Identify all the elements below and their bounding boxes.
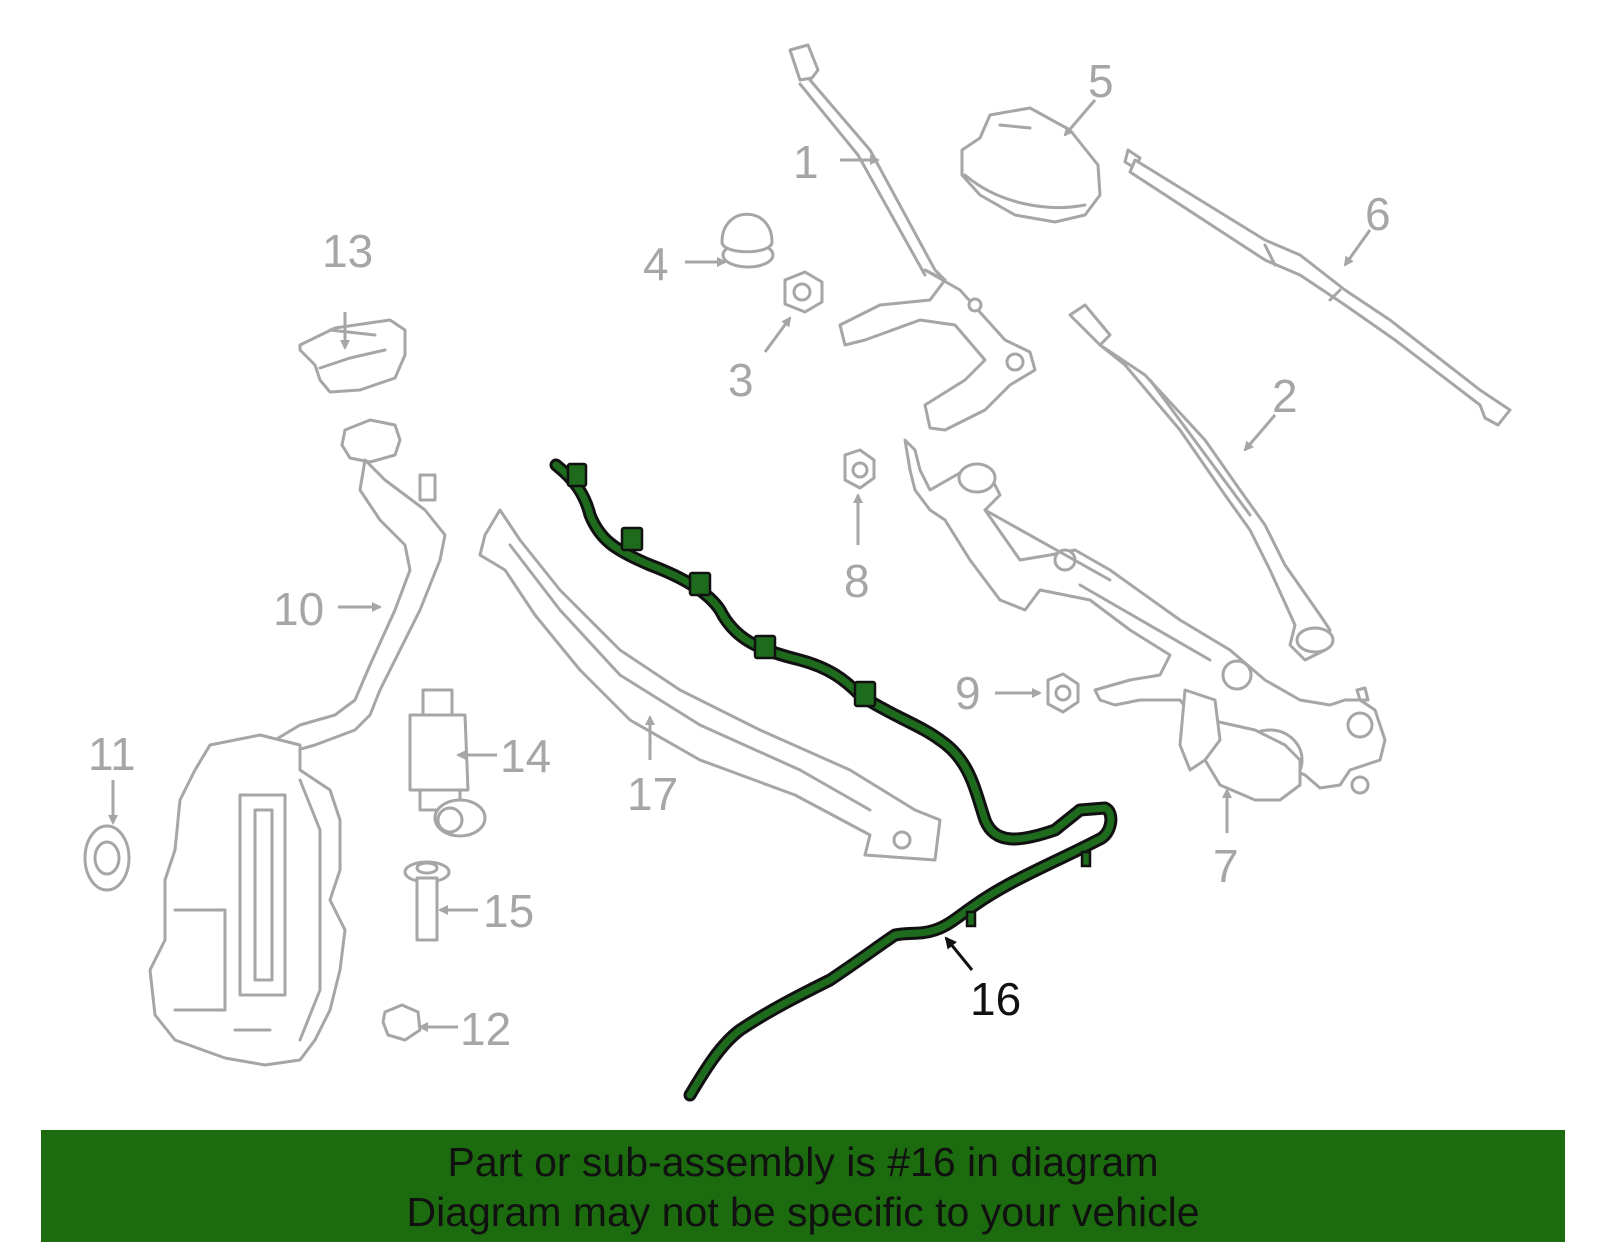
banner-line-2: Diagram may not be specific to your vehi…: [406, 1189, 1200, 1235]
callout-15-label[interactable]: 15: [483, 885, 534, 937]
callout-8-label[interactable]: 8: [844, 555, 870, 607]
callout-17-label[interactable]: 17: [627, 768, 678, 820]
callout-6-label[interactable]: 6: [1365, 188, 1391, 240]
part-5-cover[interactable]: [960, 106, 1102, 224]
callout-2-label[interactable]: 2: [1272, 370, 1298, 422]
parts-diagram: 1 2 3 4 5 6 7 8 9 10 11 12 13 14 15 16 1…: [83, 43, 1512, 1102]
hose-clip: [753, 634, 777, 660]
hose-clip: [1080, 850, 1092, 868]
callout-5-label[interactable]: 5: [1088, 55, 1114, 107]
hose-clip: [688, 571, 712, 597]
part-6-wiper-blade[interactable]: [1123, 148, 1512, 427]
banner-line-1: Part or sub-assembly is #16 in diagram: [447, 1139, 1159, 1185]
callout-14-label[interactable]: 14: [500, 730, 551, 782]
part-8-nut[interactable]: [843, 448, 876, 490]
callout-10-label[interactable]: 10: [273, 583, 324, 635]
callout-4-label[interactable]: 4: [643, 238, 669, 290]
hose-clip: [965, 910, 977, 928]
callout-13-label[interactable]: 13: [322, 225, 373, 277]
callout-3-leader: [763, 316, 792, 353]
hose-clip: [853, 680, 877, 708]
part-info-banner: Part or sub-assembly is #16 in diagram D…: [41, 1130, 1565, 1242]
callout-9-label[interactable]: 9: [955, 667, 981, 719]
callout-6-leader: [1343, 229, 1372, 267]
callout-16-leader: [944, 936, 974, 971]
part-16-washer-hose[interactable]: [549, 458, 1118, 1102]
callout-7-label[interactable]: 7: [1213, 840, 1239, 892]
part-7-wiper-linkage-motor[interactable]: [903, 438, 1387, 802]
callout-3-label[interactable]: 3: [728, 354, 754, 406]
callout-12-label[interactable]: 12: [460, 1003, 511, 1055]
part-12-cap[interactable]: [381, 1003, 422, 1042]
washer-reservoir[interactable]: [148, 733, 347, 1067]
part-1-wiper-arm[interactable]: [788, 43, 1037, 432]
part-4-cap[interactable]: [720, 212, 775, 269]
callout-16-label[interactable]: 16: [970, 973, 1021, 1025]
part-9-nut[interactable]: [1046, 672, 1080, 714]
callout-1-label[interactable]: 1: [793, 136, 819, 188]
callout-2-leader: [1243, 414, 1277, 452]
callout-5-leader: [1063, 99, 1097, 137]
part-2-wiper-arm[interactable]: [1068, 303, 1335, 662]
part-17-seal-strip[interactable]: [478, 508, 942, 862]
part-11-grommet[interactable]: [83, 824, 131, 892]
callout-11-label[interactable]: 11: [88, 728, 136, 780]
hose-clip: [566, 462, 588, 488]
hose-clip: [620, 526, 644, 552]
part-3-nut[interactable]: [783, 270, 824, 314]
part-13-filler-cap[interactable]: [298, 318, 407, 394]
part-14-washer-pump[interactable]: [408, 688, 487, 838]
part-15-grommet[interactable]: [403, 860, 451, 942]
